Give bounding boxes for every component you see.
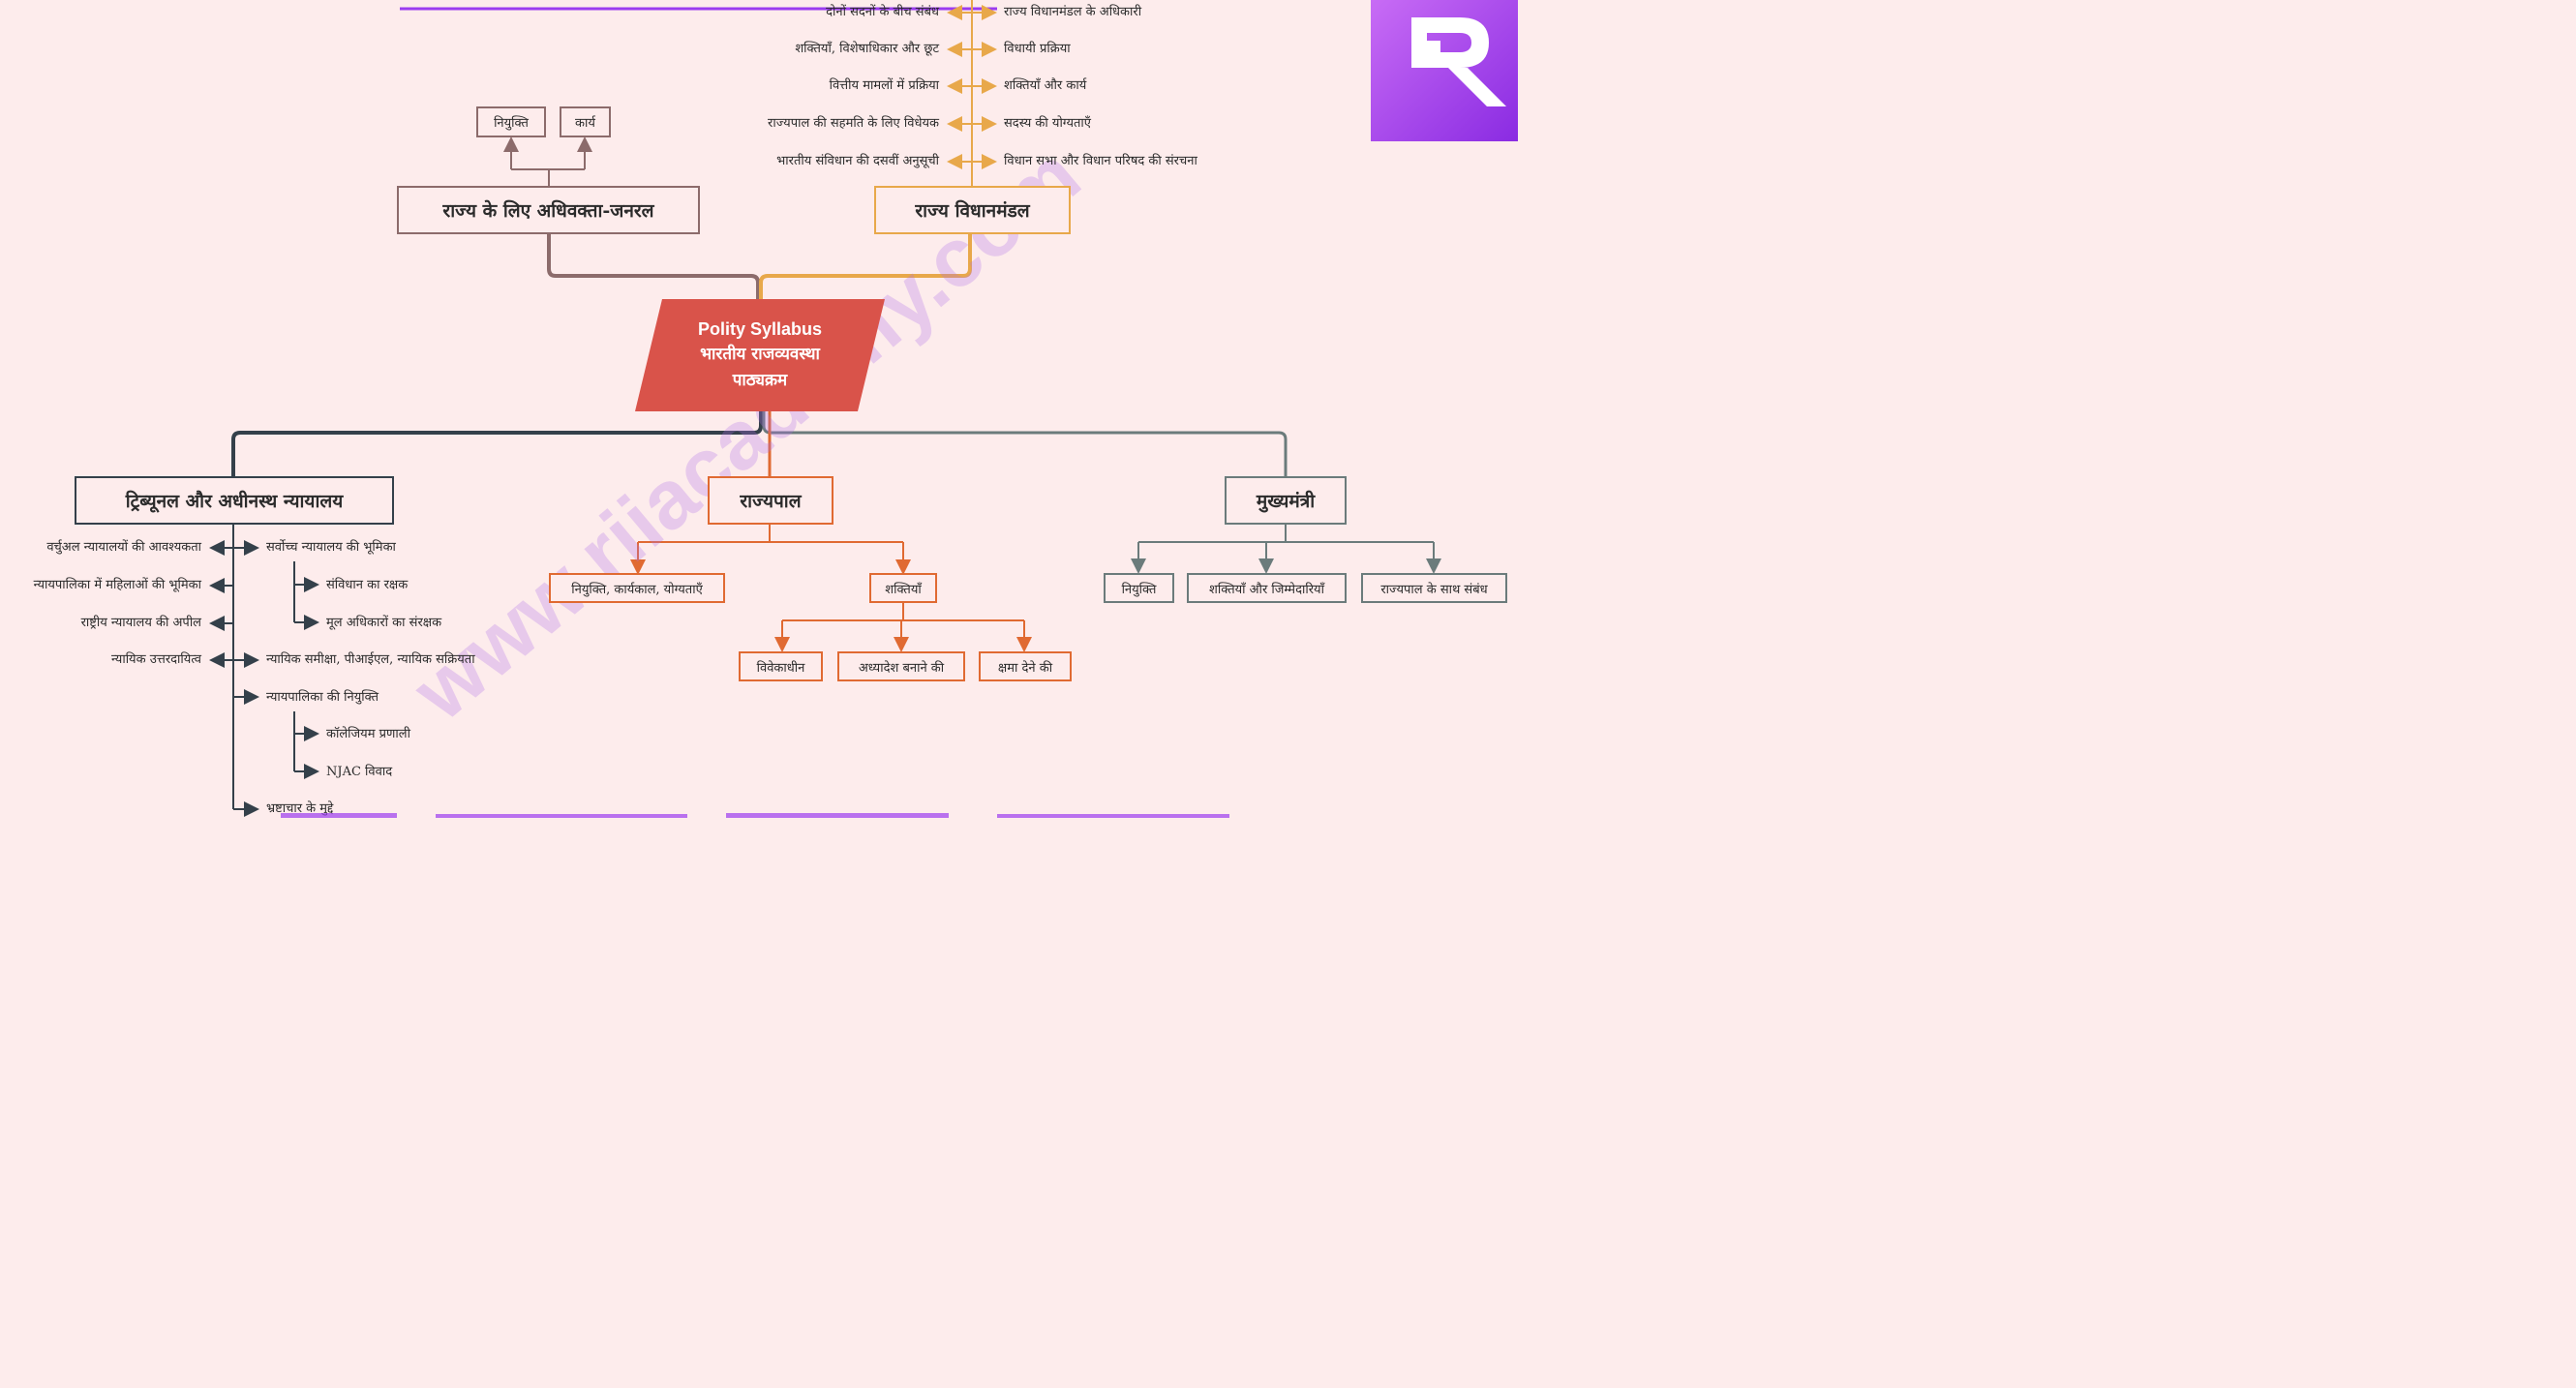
njac-controversy: NJAC विवाद: [326, 765, 393, 779]
legislature-right-item: विधायी प्रक्रिया: [1004, 42, 1071, 56]
governor-node[interactable]: राज्यपाल: [708, 476, 833, 525]
center-subtitle-1: भारतीय राजव्यवस्था: [700, 345, 820, 364]
center-node[interactable]: Polity Syllabus भारतीय राजव्यवस्था पाठ्य…: [635, 299, 885, 411]
tribunals-node[interactable]: ट्रिब्यूनल और अधीनस्थ न्यायालय: [75, 476, 394, 525]
logo-glyph: [1411, 17, 1506, 106]
connector-advocate-children: [511, 168, 585, 186]
pardon-node[interactable]: क्षमा देने की: [979, 651, 1072, 681]
guardian-constitution: संविधान का रक्षक: [326, 578, 409, 592]
connector-advocate: [547, 234, 760, 300]
center-subtitle-2: पाठ्यक्रम: [732, 371, 788, 390]
tribunal-arrows: [209, 540, 259, 817]
cm-governor-relation-node[interactable]: राज्यपाल के साथ संबंध: [1361, 573, 1507, 603]
corruption-issues: भ्रष्टाचार के मुद्दे: [266, 801, 334, 816]
legislature-left-item: भारतीय संविधान की दसवीं अनुसूची: [776, 154, 939, 168]
connector-legislature: [759, 234, 972, 300]
advocate-function-node[interactable]: कार्य: [560, 106, 611, 137]
tribunal-left-item: न्यायिक उत्तरदायित्व: [110, 652, 201, 667]
judicial-review: न्यायिक समीक्षा, पीआईएल, न्यायिक सक्रियत…: [266, 652, 475, 667]
discretionary-node[interactable]: विवेकाधीन: [739, 651, 823, 681]
tribunal-left-item: राष्ट्रीय न्यायालय की अपील: [80, 616, 201, 630]
legislature-left-item: शक्तियाँ, विशेषाधिकार और छूट: [795, 42, 939, 56]
legislature-left-item: दोनों सदनों के बीच संबंध: [826, 5, 939, 19]
protector-rights: मूल अधिकारों का संरक्षक: [326, 616, 442, 630]
legislature-right-item: राज्य विधानमंडल के अधिकारी: [1004, 5, 1142, 19]
legislature-node[interactable]: राज्य विधानमंडल: [874, 186, 1071, 234]
legislature-arrows: [947, 5, 997, 169]
advocate-appointment-node[interactable]: नियुक्ति: [476, 106, 546, 137]
cm-powers-node[interactable]: शक्तियाँ और जिम्मेदारियाँ: [1187, 573, 1347, 603]
tribunal-left-item: वर्चुअल न्यायालयों की आवश्यकता: [46, 540, 201, 555]
center-shape: [635, 299, 885, 411]
bottom-banner: [261, 805, 1278, 818]
tribunal-left-item: न्यायपालिका में महिलाओं की भूमिका: [33, 578, 201, 592]
ordinance-node[interactable]: अध्यादेश बनाने की: [837, 651, 965, 681]
legislature-right-item: सदस्य की योग्यताएँ: [1004, 116, 1091, 131]
legislature-left-item: राज्यपाल की सहमति के लिए विधेयक: [768, 116, 939, 131]
judiciary-appointment: न्यायपालिका की नियुक्ति: [266, 690, 379, 705]
cm-appointment-node[interactable]: नियुक्ति: [1104, 573, 1174, 603]
supreme-court-role: सर्वोच्च न्यायालय की भूमिका: [266, 540, 396, 555]
legislature-right-item: शक्तियाँ और कार्य: [1004, 78, 1087, 93]
connector-tribunals: [231, 411, 763, 476]
governor-powers-node[interactable]: शक्तियाँ: [869, 573, 937, 603]
center-title: Polity Syllabus: [697, 319, 823, 339]
r-logo-icon[interactable]: [1371, 0, 1518, 141]
connector-chief-minister: [762, 411, 1288, 476]
legislature-left-item: वित्तीय मामलों में प्रक्रिया: [829, 78, 939, 93]
advocate-general-node[interactable]: राज्य के लिए अधिवक्ता-जनरल: [397, 186, 700, 234]
legislature-right-item: विधान सभा और विधान परिषद की संरचना: [1004, 154, 1197, 168]
chief-minister-node[interactable]: मुख्यमंत्री: [1225, 476, 1347, 525]
collegium-system: कॉलेजियम प्रणाली: [326, 727, 410, 741]
governor-appointment-node[interactable]: नियुक्ति, कार्यकाल, योग्यताएँ: [549, 573, 725, 603]
